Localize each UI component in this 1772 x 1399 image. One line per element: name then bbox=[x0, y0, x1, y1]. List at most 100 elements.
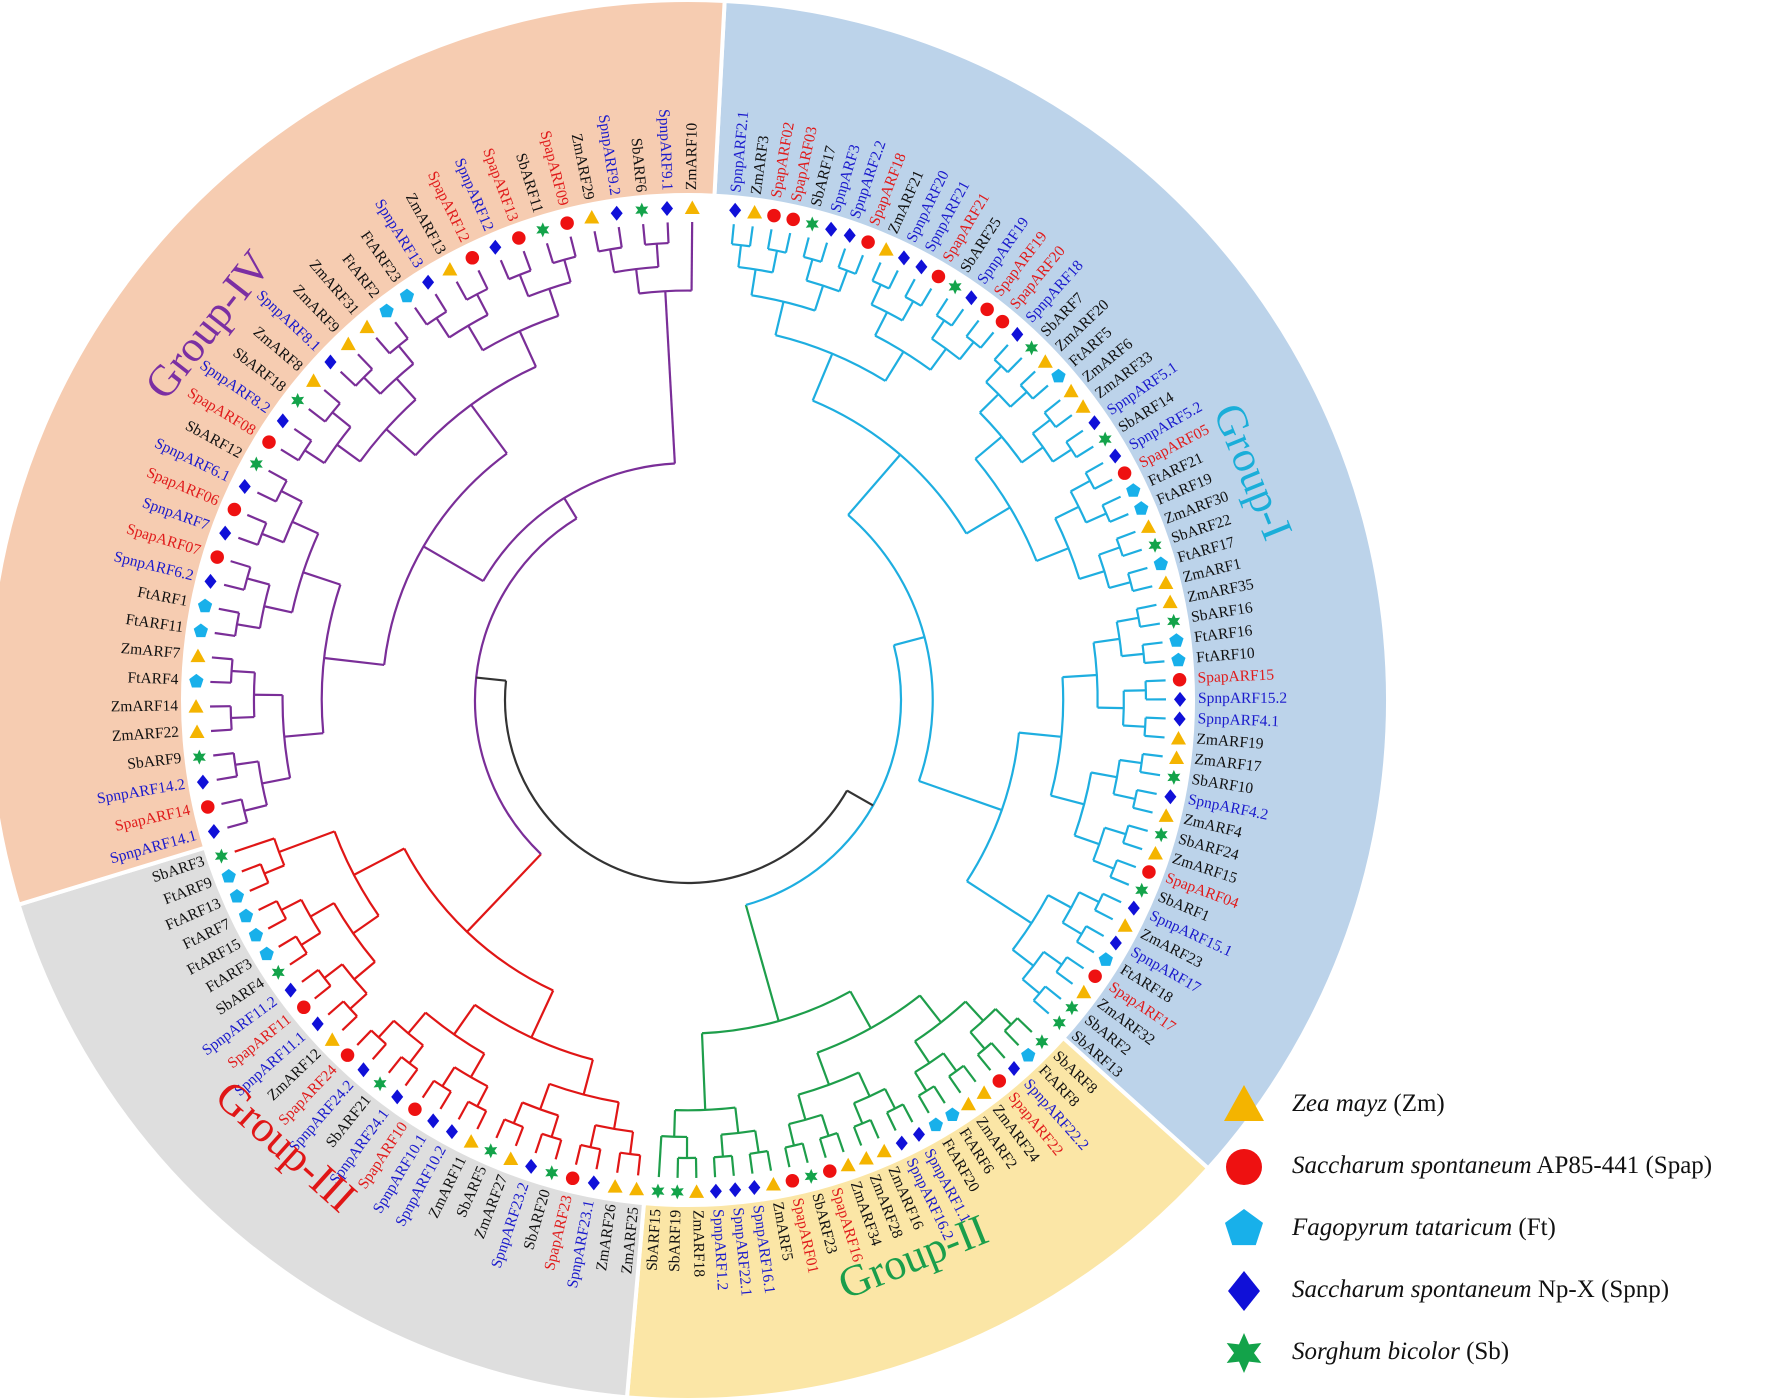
legend-species-code: (Zm) bbox=[1387, 1090, 1445, 1117]
tree-branch bbox=[1135, 608, 1142, 627]
legend-marker-spap bbox=[1226, 1149, 1262, 1185]
tree-branch bbox=[730, 1155, 735, 1176]
tree-branch bbox=[730, 224, 735, 245]
tree-branch bbox=[933, 1085, 946, 1104]
marker-sb bbox=[651, 1183, 665, 1199]
tree-branch bbox=[453, 1004, 476, 1036]
tree-branch bbox=[816, 1052, 831, 1086]
tree-branch bbox=[655, 243, 660, 268]
tree-branch bbox=[1050, 794, 1085, 806]
tree-branch bbox=[280, 490, 303, 503]
tree-branch bbox=[787, 1123, 796, 1146]
tree-branch bbox=[280, 898, 302, 912]
tree-branch bbox=[421, 1080, 435, 1099]
tree-branch bbox=[644, 241, 669, 246]
marker-spap bbox=[560, 216, 574, 230]
marker-zm bbox=[684, 200, 700, 215]
marker-spnp bbox=[915, 259, 928, 275]
tree-branch bbox=[1115, 621, 1123, 657]
marker-spnp bbox=[1164, 789, 1177, 805]
marker-spnp bbox=[525, 1158, 538, 1174]
tree-branch bbox=[218, 607, 240, 614]
tree-branch bbox=[1097, 554, 1111, 589]
marker-spap bbox=[297, 1000, 311, 1015]
tree-branch bbox=[871, 262, 882, 282]
tree-branch bbox=[327, 1000, 345, 1016]
marker-sb bbox=[1025, 340, 1039, 356]
tree-branch bbox=[308, 408, 326, 423]
marker-spnp bbox=[324, 354, 337, 370]
marker-ft bbox=[221, 868, 236, 883]
tree-branch bbox=[457, 1101, 470, 1120]
marker-spap bbox=[512, 231, 526, 245]
leaf-label: SpnpARF1.2 bbox=[709, 1209, 731, 1291]
tree-branch bbox=[1140, 770, 1161, 777]
marker-spnp bbox=[912, 1126, 925, 1142]
tree-branch bbox=[904, 278, 916, 298]
marker-zm bbox=[1170, 731, 1186, 745]
marker-ft bbox=[1051, 368, 1066, 383]
tree-branch bbox=[846, 789, 874, 807]
tree-branch bbox=[357, 353, 374, 370]
tree-branch bbox=[504, 1118, 524, 1129]
leaf-label: SbARF15 bbox=[644, 1208, 665, 1271]
marker-sb bbox=[545, 1165, 559, 1181]
tree-branch bbox=[1085, 461, 1104, 474]
marker-spnp bbox=[284, 982, 297, 998]
tree-branch bbox=[1055, 971, 1074, 985]
tree-branch bbox=[838, 270, 849, 292]
tree-branch bbox=[964, 1000, 985, 1022]
marker-spnp bbox=[1109, 448, 1122, 464]
marker-zm bbox=[503, 1151, 519, 1165]
tree-branch bbox=[210, 728, 232, 733]
tree-branch bbox=[609, 249, 616, 273]
tree-branch bbox=[629, 1131, 635, 1155]
tree-branch bbox=[582, 1059, 594, 1095]
marker-spnp bbox=[207, 823, 220, 839]
tree-branch bbox=[1102, 892, 1122, 904]
marker-spap bbox=[767, 208, 781, 223]
tree-branches bbox=[210, 222, 1167, 1178]
tree-branch bbox=[569, 236, 577, 257]
tree-branch bbox=[918, 779, 1003, 812]
tree-branch bbox=[371, 1043, 387, 1060]
legend-symbol-ft bbox=[1224, 1209, 1264, 1246]
tree-branch bbox=[470, 404, 508, 455]
marker-zm bbox=[306, 373, 322, 387]
tree-branch bbox=[1032, 999, 1050, 1015]
tree-branch bbox=[1036, 547, 1069, 562]
tree-branch bbox=[847, 454, 902, 516]
tree-branch bbox=[593, 231, 600, 252]
marker-sb bbox=[1035, 1034, 1049, 1050]
tree-branch bbox=[1145, 716, 1166, 720]
tree-branch bbox=[356, 1029, 373, 1046]
marker-zm bbox=[1162, 594, 1178, 609]
tree-branch bbox=[745, 644, 903, 907]
marker-sb bbox=[536, 222, 550, 238]
marker-spnp bbox=[661, 200, 674, 216]
tree-branch bbox=[820, 242, 829, 263]
tree-branch bbox=[771, 250, 779, 273]
tree-branch bbox=[426, 310, 447, 326]
marker-zm bbox=[1037, 354, 1053, 368]
tree-branch bbox=[1136, 788, 1157, 796]
marker-sb bbox=[214, 848, 228, 864]
tree-branch bbox=[1085, 925, 1105, 937]
marker-spap bbox=[227, 502, 242, 517]
tree-branch bbox=[589, 1124, 597, 1148]
marker-spnp bbox=[196, 774, 209, 790]
marker-ft bbox=[945, 1107, 960, 1122]
marker-zm bbox=[463, 1134, 479, 1148]
tree-branch bbox=[246, 577, 270, 586]
tree-branch bbox=[293, 427, 312, 442]
tree-branch bbox=[1065, 429, 1084, 443]
tree-branch bbox=[323, 389, 341, 405]
tree-branch bbox=[749, 1149, 768, 1155]
marker-sb bbox=[1135, 882, 1149, 898]
tree-branch bbox=[1116, 859, 1137, 869]
tree-branch bbox=[379, 363, 415, 395]
tree-branch bbox=[979, 331, 995, 349]
legend-species-code: Np-X (Spnp) bbox=[1531, 1276, 1670, 1303]
tree-branch bbox=[1018, 731, 1062, 738]
tree-branch bbox=[664, 291, 676, 464]
